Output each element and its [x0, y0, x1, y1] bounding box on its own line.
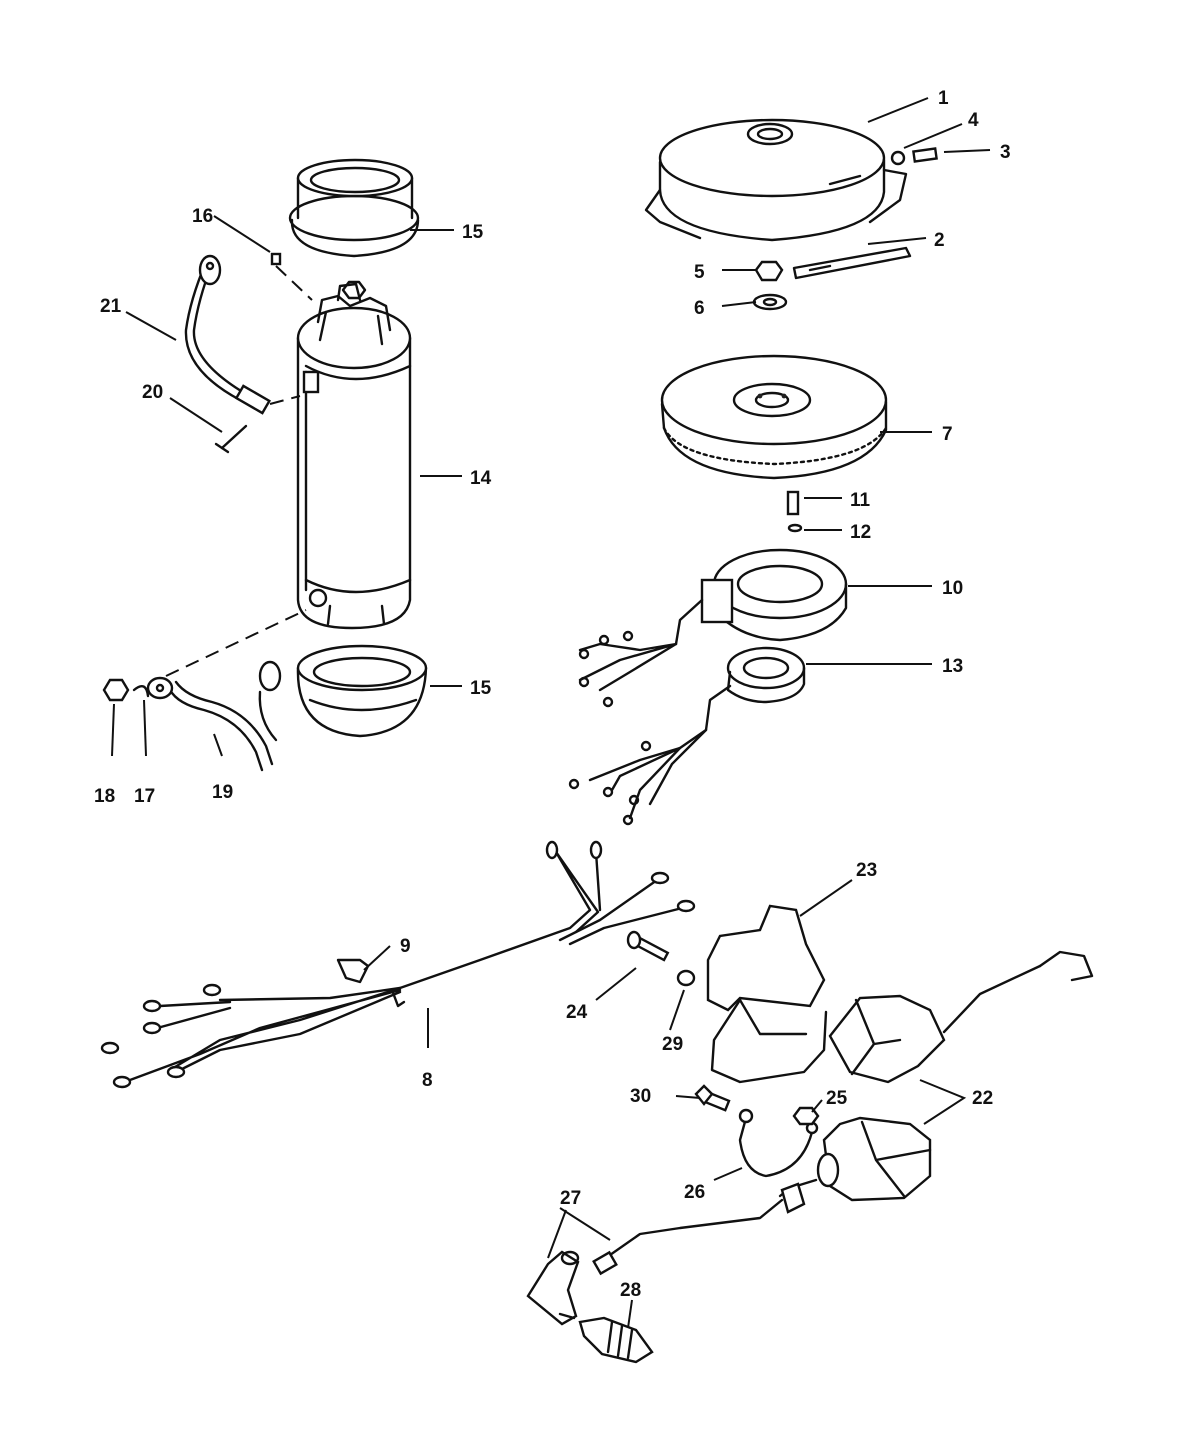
end-cap-lower-15: [296, 644, 428, 738]
callout-19: 19: [212, 782, 233, 803]
clamp-9: [336, 958, 406, 1008]
callout-25: 25: [826, 1088, 848, 1109]
callout-15-upper: 15: [462, 222, 484, 243]
wiring-harness-8: [100, 840, 696, 1089]
flywheel-cover-1: [644, 118, 908, 242]
cable-19: [146, 660, 282, 772]
bolt-20: [220, 424, 248, 450]
flywheel-7: [660, 354, 888, 480]
spark-plug-boot-27: [526, 1250, 580, 1326]
callout-4: 4: [968, 110, 979, 131]
callout-24: 24: [566, 1002, 588, 1023]
callout-26: 26: [684, 1182, 705, 1203]
nut-18: [102, 678, 130, 702]
screw-3-washer-4: [890, 147, 938, 166]
screw-24: [626, 930, 670, 962]
callout-16: 16: [192, 206, 213, 227]
callout-11: 11: [850, 490, 871, 511]
ignition-coil-lower-22: [592, 1116, 932, 1276]
callout-22: 22: [972, 1088, 993, 1109]
callout-10: 10: [942, 578, 963, 599]
stator-10: [578, 548, 848, 708]
washer-29: [676, 969, 696, 987]
bracket-strap-2: [792, 246, 912, 280]
callout-2: 2: [934, 230, 945, 251]
callout-29: 29: [662, 1034, 683, 1055]
callout-23: 23: [856, 860, 877, 881]
lockwasher-17: [132, 684, 150, 698]
leader-lines: [111, 97, 991, 1329]
callout-13: 13: [942, 656, 963, 677]
callout-18: 18: [94, 786, 115, 807]
terminal-nut-16: [270, 252, 367, 300]
screw-11: [786, 490, 800, 516]
callout-20: 20: [142, 382, 163, 403]
ground-lead-26: [738, 1108, 819, 1178]
washer-6: [752, 293, 788, 311]
starter-motor: [296, 282, 412, 630]
nut-5: [754, 260, 784, 282]
callout-numbers: 1 4 3 2 5 6 7 11 12 10 13 16 15 21 20 14…: [94, 88, 1011, 1301]
callout-30: 30: [630, 1086, 651, 1107]
callout-21: 21: [100, 296, 122, 317]
callout-3: 3: [1000, 142, 1011, 163]
callout-12: 12: [850, 522, 871, 543]
screw-30: [694, 1084, 731, 1112]
callout-17: 17: [134, 786, 155, 807]
end-cap-upper-15: [288, 158, 420, 258]
callout-8: 8: [422, 1070, 433, 1091]
coil-bracket-23: [706, 904, 828, 1084]
ignition-coil-upper-22: [828, 950, 1094, 1084]
callout-7: 7: [942, 424, 953, 445]
trigger-13: [568, 646, 806, 826]
callout-27: 27: [560, 1188, 581, 1209]
callout-28: 28: [620, 1280, 641, 1301]
callout-6: 6: [694, 298, 705, 319]
callout-5: 5: [694, 262, 705, 283]
callout-15-lower: 15: [470, 678, 492, 699]
callout-9: 9: [400, 936, 411, 957]
spark-plug-28: [558, 1312, 654, 1364]
battery-cable-21: [184, 254, 271, 415]
lockwasher-12: [787, 523, 803, 533]
callout-1: 1: [938, 88, 949, 109]
callout-14: 14: [470, 468, 492, 489]
